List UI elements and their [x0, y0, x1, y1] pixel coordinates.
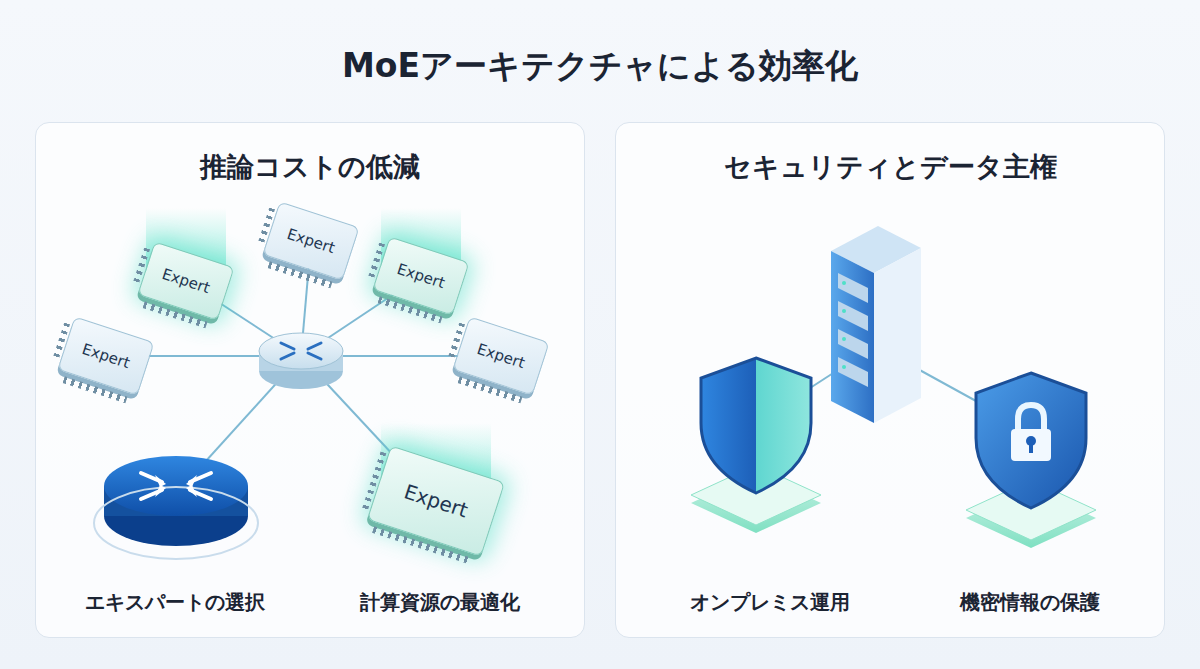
security-illustration	[616, 123, 1166, 639]
panel-heading: 推論コストの低減	[36, 149, 584, 185]
expert-chip: Expert	[452, 316, 549, 395]
chip-label: Expert	[285, 225, 337, 257]
icon-caption: オンプレミス運用	[690, 589, 850, 616]
expert-chip: Expert	[57, 316, 154, 395]
icon-caption: 機密情報の保護	[960, 589, 1100, 616]
chip-label: Expert	[395, 260, 447, 292]
panel: セキュリティとデータ主権	[615, 122, 1165, 638]
chip-label: Expert	[80, 340, 132, 372]
panel-heading: セキュリティとデータ主権	[616, 149, 1164, 185]
icon-caption: エキスパートの選択	[85, 589, 265, 616]
panel: 推論コストの低減ExpertExpertExpertExpertExpertEx…	[35, 122, 585, 638]
chip-label: Expert	[475, 340, 527, 372]
chip-label: Expert	[401, 479, 471, 522]
expert-chip: Expert	[262, 201, 359, 280]
chip-label: Expert	[160, 265, 212, 297]
icon-caption: 計算資源の最適化	[360, 589, 520, 616]
diagram-title: MoEアーキテクチャによる効率化	[0, 44, 1200, 89]
